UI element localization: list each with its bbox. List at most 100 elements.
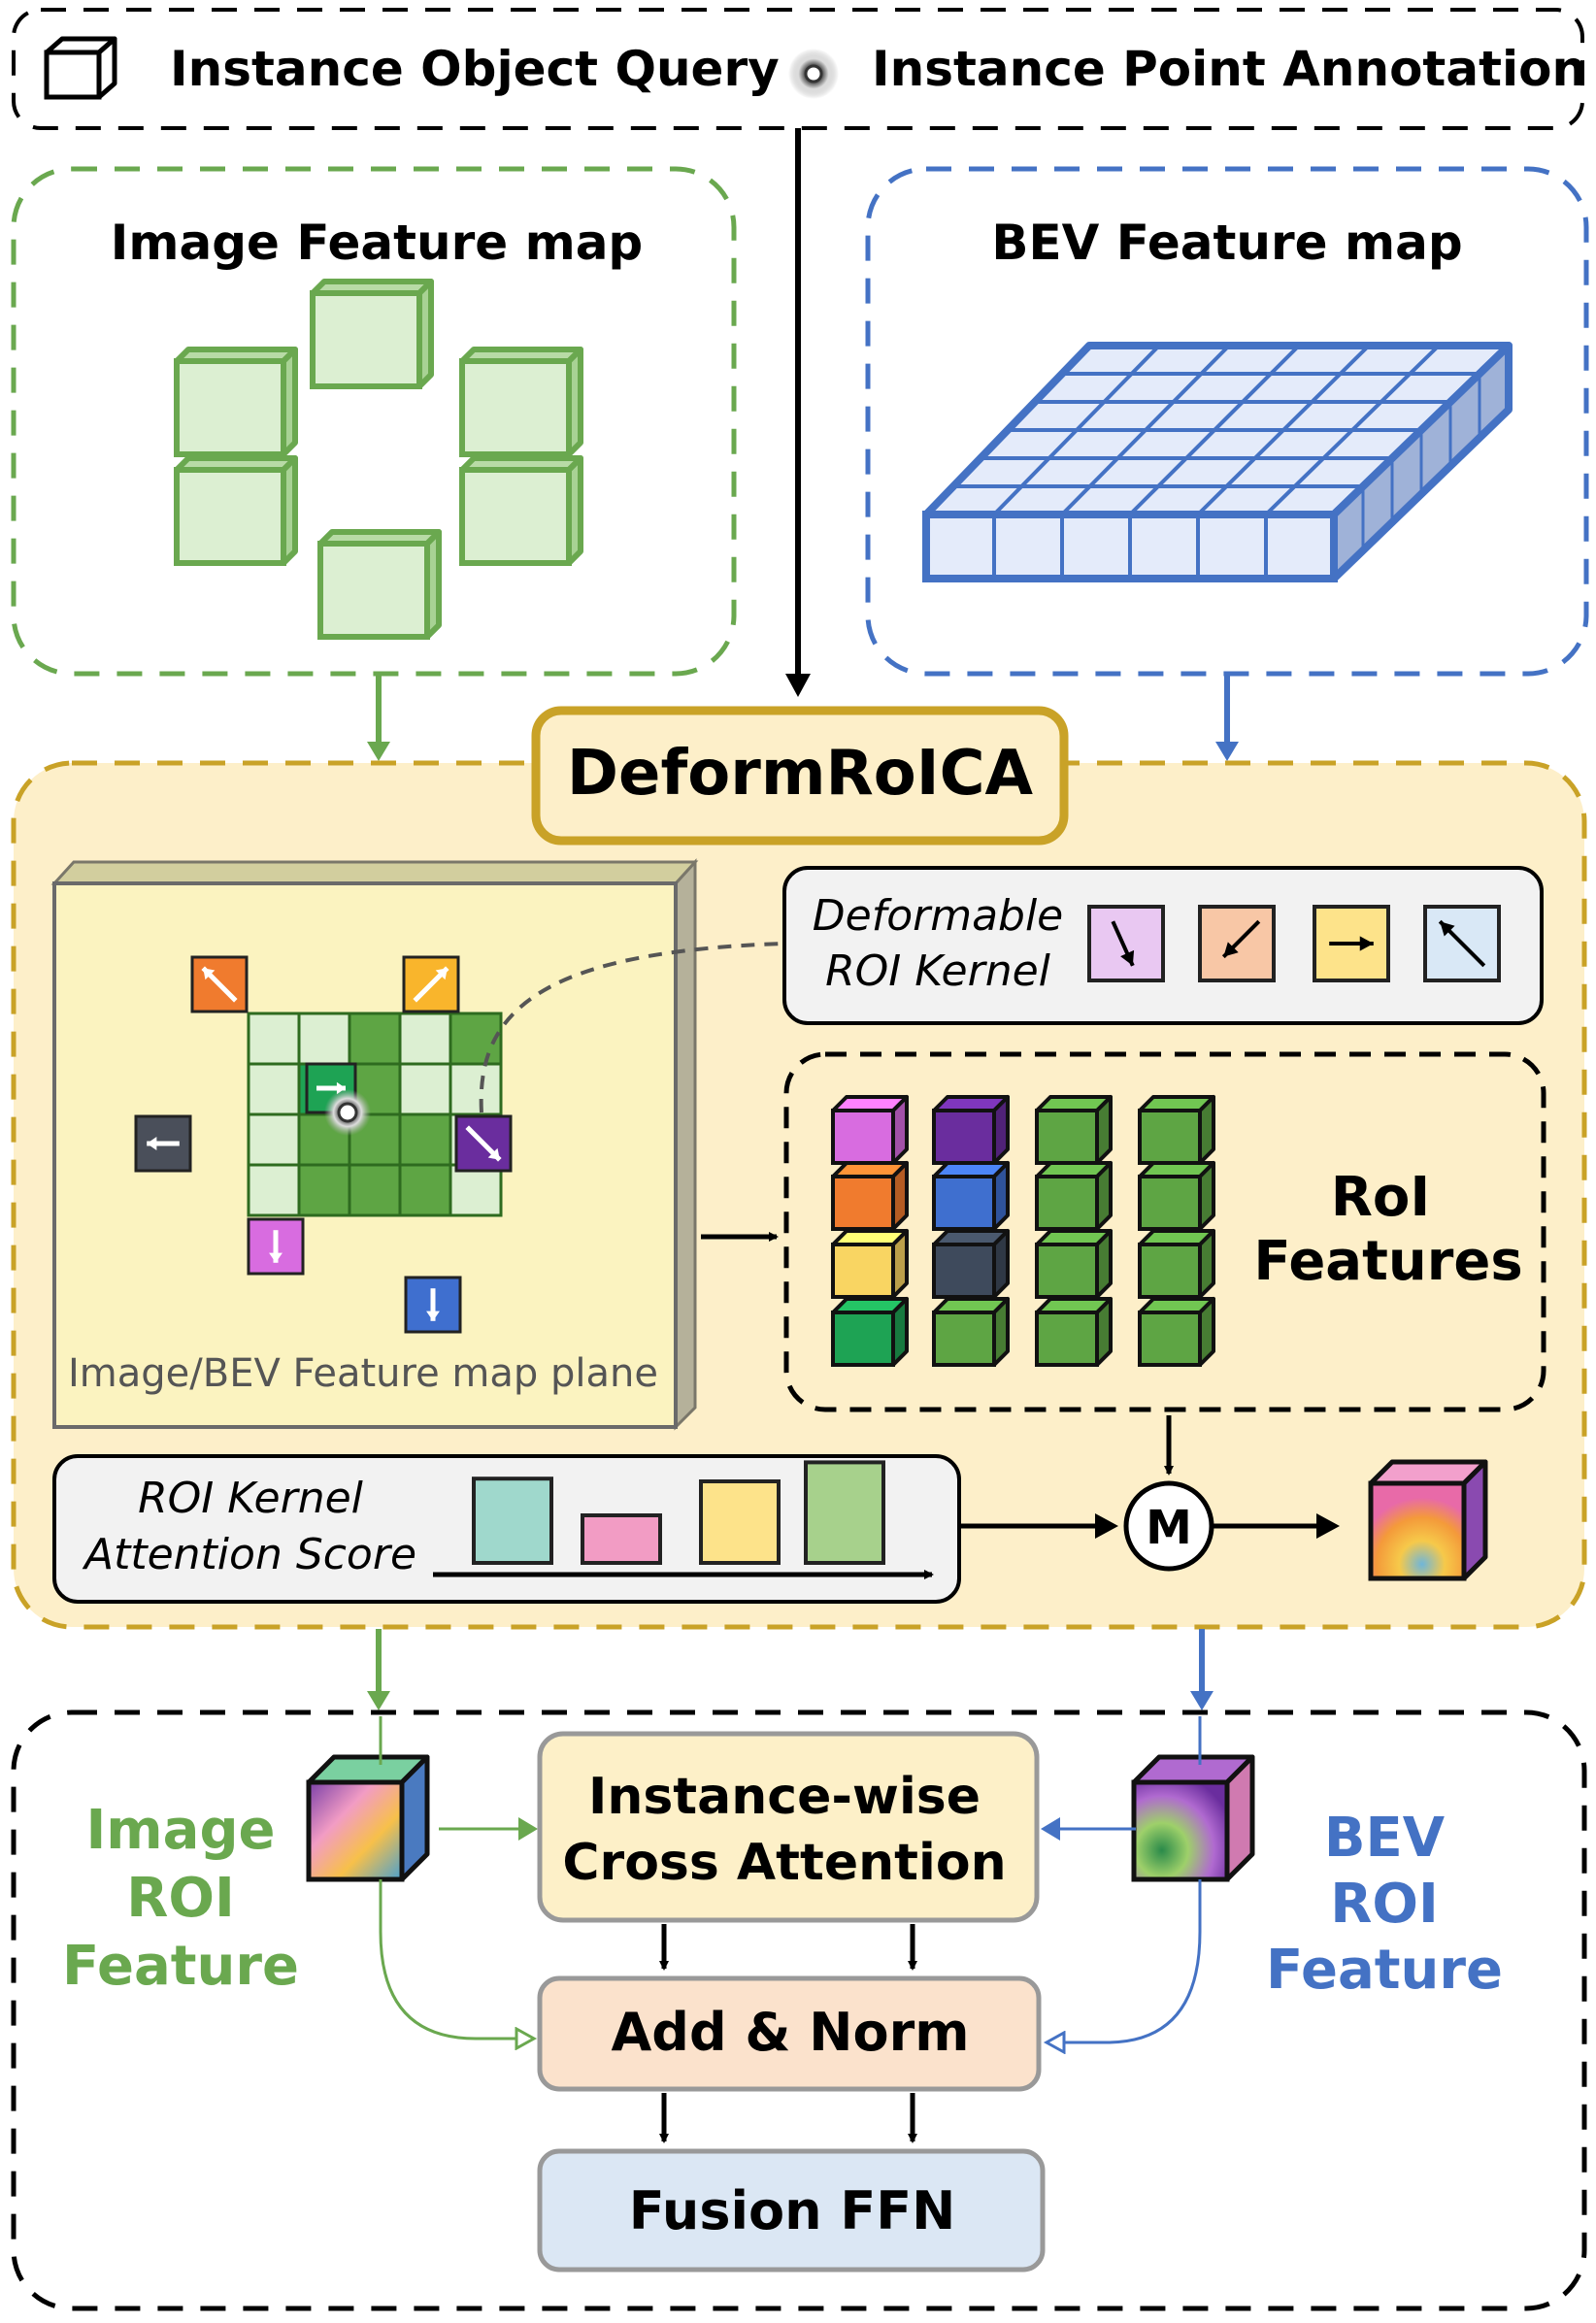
kernel-grid-cell <box>449 1163 503 1217</box>
roi-feature-cube <box>1138 1161 1215 1231</box>
kernel-link-curve <box>479 942 785 1113</box>
cross-attn-line1: Instance-wise <box>588 1768 981 1826</box>
roi-feature-cube <box>1035 1297 1113 1367</box>
merged-feature-cube-shape <box>1368 1459 1488 1581</box>
kernel-grid-cell <box>297 1012 351 1066</box>
bev-roi-residual-arrow <box>1048 1879 1202 2042</box>
roi-feature-cube <box>1035 1161 1113 1231</box>
bev-roi-cube <box>1131 1754 1255 1882</box>
roi-features-box: RoI Features <box>783 1051 1546 1412</box>
point-annotation-marker <box>337 1102 358 1123</box>
offset-arrow-icon <box>190 955 249 1013</box>
offset-arrow-icon <box>454 1114 513 1173</box>
attention-score-bar <box>804 1460 885 1566</box>
kernel-offset-icon <box>1423 905 1501 982</box>
image-feature-cube <box>174 347 298 457</box>
kernel-grid-cell <box>398 1163 452 1217</box>
roi-feature-cube <box>932 1161 1010 1231</box>
roi-feature-cube <box>1035 1095 1113 1165</box>
kernel-offset-icon <box>1198 905 1276 982</box>
image-feature-cubes <box>174 279 583 640</box>
image-feature-cube <box>317 529 442 640</box>
score-label-line1: ROI Kernel <box>138 1474 364 1523</box>
offset-arrow-icon <box>404 1276 462 1334</box>
offset-arrow-icon <box>247 1217 305 1276</box>
kernel-grid-cell <box>247 1012 301 1066</box>
kernel-grid-cell <box>398 1112 452 1167</box>
bev-roi-cube-shape <box>1131 1754 1255 1882</box>
kernel-grid-cell <box>247 1112 301 1167</box>
kernel-grid-cell <box>348 1012 402 1066</box>
roi-feature-cube <box>831 1095 909 1165</box>
kernel-grid <box>134 955 513 1334</box>
kernel-grid-cell <box>449 1012 503 1066</box>
roi-feature-cube <box>1035 1229 1113 1299</box>
legend-query-label: Instance Object Query <box>170 41 780 97</box>
point-annotation-icon <box>788 49 839 99</box>
image-feature-cube <box>174 455 298 566</box>
legend-point-label: Instance Point Annotation <box>872 41 1586 97</box>
kernel-label-line2: ROI Kernel <box>825 946 1051 996</box>
image-feature-cube <box>459 455 583 566</box>
deformable-kernel-legend: Deformable ROI Kernel <box>782 866 1544 1025</box>
roi-feature-cube <box>1138 1297 1215 1367</box>
legend-bar: Instance Object Query Instance Point Ann… <box>12 8 1586 130</box>
fusion-ffn-box <box>537 2148 1046 2273</box>
image-feature-cube <box>459 347 583 457</box>
kernel-grid-cell <box>348 1163 402 1217</box>
add-norm-box <box>537 1975 1042 2092</box>
image-roi-line2: ROI <box>126 1867 235 1930</box>
merged-feature-cube <box>1368 1459 1488 1581</box>
roi-label-line1: RoI <box>1331 1166 1430 1229</box>
roi-feature-cube <box>932 1297 1010 1367</box>
module-title: DeformRoICA <box>567 738 1034 810</box>
attention-score-bar <box>472 1477 553 1565</box>
attention-score-bar <box>699 1479 781 1565</box>
offset-arrow-icon <box>402 955 460 1013</box>
kernel-offset-icon <box>1313 905 1390 982</box>
attention-score-bar <box>581 1513 662 1565</box>
image-feature-map-panel: Image Feature map <box>11 166 737 677</box>
kernel-grid-cell <box>247 1163 301 1217</box>
offset-arrow-icon <box>134 1114 192 1173</box>
bev-roi-line3: Feature <box>1266 1939 1503 2002</box>
roi-feature-cubes <box>831 1095 1215 1367</box>
kernel-grid-cell <box>247 1062 301 1116</box>
bev-feature-grid <box>922 342 1513 582</box>
image-roi-line3: Feature <box>62 1935 299 1998</box>
roi-feature-cube <box>1138 1229 1215 1299</box>
cross-attn-line2: Cross Attention <box>562 1834 1006 1892</box>
bev-map-title: BEV Feature map <box>991 215 1462 271</box>
fusion-block: Image ROI Feature BEV ROI Feature Instan… <box>11 1709 1587 2311</box>
roi-feature-cube <box>1138 1095 1215 1165</box>
roi-feature-cube <box>932 1229 1010 1299</box>
roi-feature-cube <box>932 1095 1010 1165</box>
kernel-grid-cell <box>449 1062 503 1116</box>
feature-map-plane: Image/BEV Feature map plane <box>50 858 699 1431</box>
merge-symbol: M <box>1146 1501 1192 1555</box>
plane-label: Image/BEV Feature map plane <box>68 1351 658 1396</box>
kernel-grid-cell <box>398 1062 452 1116</box>
cross-attention-box <box>537 1731 1040 1923</box>
object-query-icon <box>44 36 117 100</box>
roi-feature-cube <box>831 1161 909 1231</box>
add-norm-label: Add & Norm <box>612 2002 970 2063</box>
roi-feature-cube <box>831 1229 909 1299</box>
kernel-label-line1: Deformable <box>813 891 1064 941</box>
roi-feature-cube <box>831 1297 909 1367</box>
fusion-ffn-label: Fusion FFN <box>629 2180 956 2241</box>
kernel-grid-cell <box>398 1012 452 1066</box>
roi-label-line2: Features <box>1253 1230 1522 1293</box>
bev-roi-line2: ROI <box>1330 1873 1439 1936</box>
score-label-line2: Attention Score <box>82 1530 416 1579</box>
image-roi-cube <box>306 1754 430 1882</box>
image-roi-residual-arrow <box>379 1879 532 2039</box>
kernel-offset-icon <box>1087 905 1165 982</box>
image-roi-cube-shape <box>306 1754 430 1882</box>
image-map-title: Image Feature map <box>111 215 643 271</box>
kernel-grid-cell <box>297 1163 351 1217</box>
bev-feature-map-panel: BEV Feature map <box>865 166 1589 677</box>
image-feature-cube <box>310 279 434 389</box>
